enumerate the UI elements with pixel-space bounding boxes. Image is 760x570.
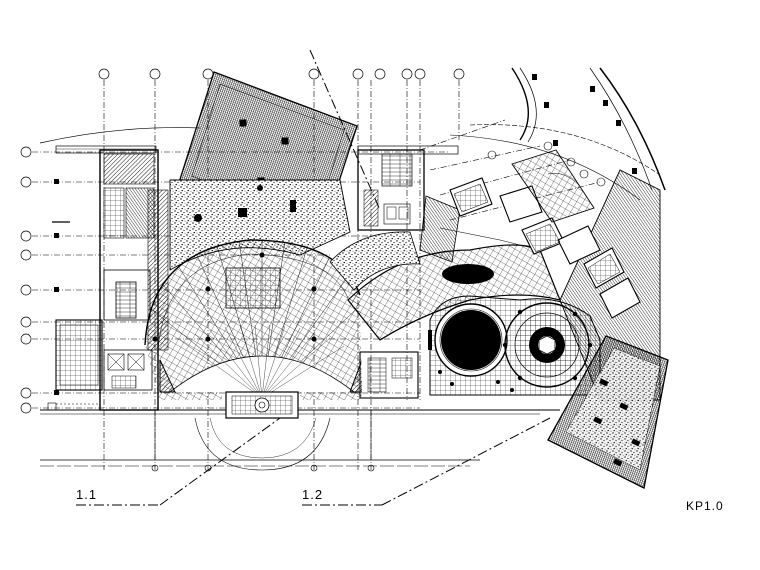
section-marker-1-1: 1.1 bbox=[76, 487, 98, 502]
hatched-dining-block bbox=[547, 335, 669, 489]
sheet-number: KP1.0 bbox=[686, 499, 724, 513]
stair-core bbox=[357, 149, 425, 399]
circular-restaurant bbox=[428, 295, 601, 396]
left-service-wing bbox=[55, 149, 169, 411]
curved-corridor bbox=[329, 195, 561, 341]
section-cut-lines bbox=[76, 49, 551, 506]
fan-lobby-floor bbox=[144, 239, 362, 471]
curved-facade bbox=[511, 67, 666, 191]
east-wing-rooms bbox=[449, 149, 661, 401]
section-marker-1-2: 1.2 bbox=[302, 487, 324, 502]
